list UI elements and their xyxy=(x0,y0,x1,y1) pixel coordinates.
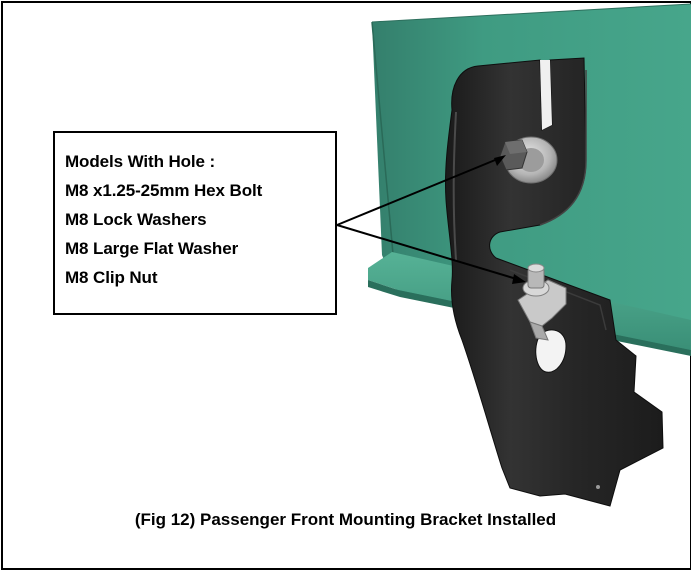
arrowhead-lower xyxy=(512,274,526,284)
upper-bolt xyxy=(499,136,558,184)
clip-nut xyxy=(517,263,567,341)
callout-clip-nut: M8 Clip Nut xyxy=(65,268,158,287)
callout-heading: Models With Hole : xyxy=(65,152,216,171)
mounting-bracket xyxy=(444,57,664,507)
figure-caption: (Fig 12) Passenger Front Mounting Bracke… xyxy=(134,510,557,529)
callout-lock-washers: M8 Lock Washers xyxy=(65,210,207,229)
arrowhead-upper xyxy=(494,155,506,166)
hardware-callout-box: Models With Hole : M8 x1.25-25mm Hex Bol… xyxy=(53,131,337,315)
callout-hex-bolt: M8 x1.25-25mm Hex Bolt xyxy=(65,181,263,200)
callout-leaders xyxy=(336,157,521,281)
callout-flat-washer: M8 Large Flat Washer xyxy=(65,239,239,258)
